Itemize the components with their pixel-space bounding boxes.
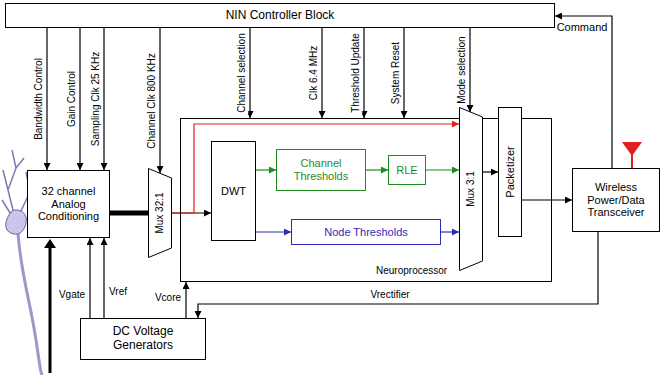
node-label: RLE <box>396 164 417 177</box>
voltage-generator-block: DC Voltage Generators <box>80 318 206 360</box>
node-label: 32 channel Analog Conditioning <box>31 185 106 223</box>
signal-arrow <box>366 169 388 170</box>
signal-arrow <box>46 28 47 170</box>
signal-arrow <box>256 231 291 232</box>
packetizer-block: Packetizer <box>498 107 522 237</box>
signal-label: Clk 6.4 MHz <box>308 45 320 101</box>
axon <box>18 232 42 375</box>
signal-arrow <box>555 16 612 168</box>
signal-label: Command <box>556 21 609 34</box>
node-label: Node Thresholds <box>324 226 408 239</box>
signal-label: Vrectifier <box>369 289 410 301</box>
controller-block: NIN Controller Block <box>5 3 555 28</box>
node-label: Mux 3:1 <box>465 171 477 207</box>
signal-label: Vgate <box>58 289 86 301</box>
node-label: DC Voltage Generators <box>84 325 202 353</box>
signal-arrow <box>522 199 572 200</box>
signal-arrow <box>403 28 404 118</box>
signal-label: Channel selection <box>236 32 248 114</box>
signal-arrow <box>469 28 470 112</box>
threshold-block: Channel Thresholds <box>276 149 366 191</box>
signal-label: Mode selection <box>456 35 468 104</box>
rle-block: RLE <box>388 155 426 185</box>
signal-arrow <box>89 238 90 318</box>
threshold-block: Node Thresholds <box>291 219 441 245</box>
signal-arrow <box>103 28 104 170</box>
signal-arrow <box>256 169 276 170</box>
signal-label: Channel Clk 800 KHz <box>146 52 158 150</box>
signal-arrow <box>159 28 160 173</box>
mux-shape <box>149 169 172 258</box>
signal-arrow <box>363 28 364 118</box>
signal-arrow <box>321 28 322 118</box>
signal-label: Threshold Update <box>350 32 362 114</box>
signal-arrow <box>103 238 104 318</box>
multiplexer: Mux 32:1 <box>148 168 172 258</box>
node-label: Neuroprocessor <box>376 265 447 277</box>
mux-shape <box>460 108 483 271</box>
signal-label: System Reset <box>390 41 402 105</box>
neuroprocessor-block: DWT Channel Thresholds RLE Node Thresholds M… <box>180 118 552 282</box>
signal-input-arrowhead <box>44 239 56 248</box>
signal-arrow <box>185 282 186 318</box>
signal-label: Vcore <box>154 292 182 304</box>
signal-arrow <box>483 171 498 172</box>
node-label: DWT <box>221 185 246 198</box>
signal-arrow <box>441 231 459 232</box>
signal-arrow <box>249 28 250 118</box>
signal-label: Sampling Clk 25 KHz <box>90 51 102 147</box>
neuron-body <box>6 210 27 235</box>
analog-conditioning-block: 32 channel Analog Conditioning <box>27 170 110 238</box>
node-label: Wireless Power/Data Transceiver <box>576 181 656 219</box>
node-label: Channel Thresholds <box>280 157 362 182</box>
signal-input-arrow <box>49 246 52 373</box>
signal-label: Gain Control <box>66 70 78 128</box>
transceiver-block: Wireless Power/Data Transceiver <box>572 168 660 232</box>
node-label: NIN Controller Block <box>226 9 335 23</box>
signal-arrow <box>79 28 80 170</box>
node-label: Packetizer <box>504 146 517 197</box>
multiplexer: Mux 3:1 <box>459 107 483 271</box>
signal-arrow <box>426 169 459 170</box>
signal-label: Vref <box>108 286 128 298</box>
data-bus <box>110 211 148 216</box>
signal-label: Bandwidth Control <box>33 57 45 141</box>
dwt-block: DWT <box>211 141 256 241</box>
antenna-symbol <box>622 142 642 156</box>
node-label: Mux 32:1 <box>154 192 166 233</box>
